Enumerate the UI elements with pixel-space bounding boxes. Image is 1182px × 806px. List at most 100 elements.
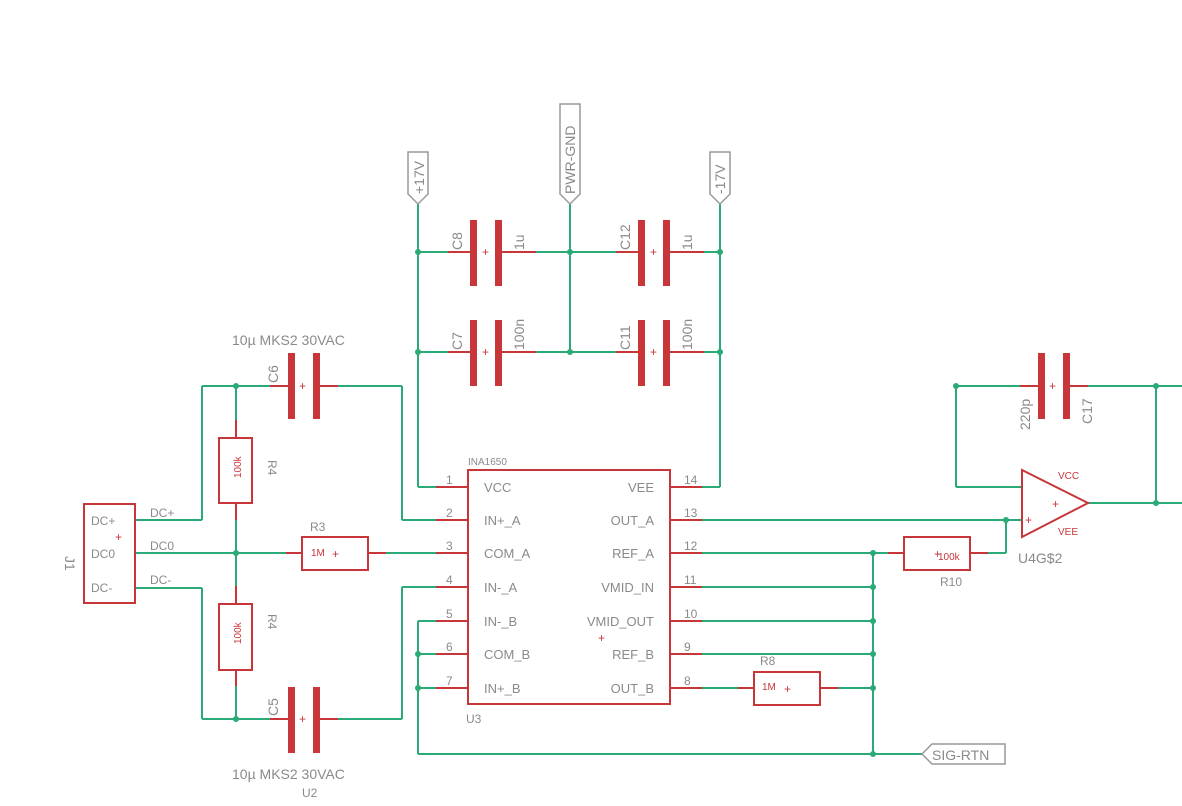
- c17-name: C17: [1079, 398, 1095, 424]
- ic-right-pins: 14 13 12 11 10 9 8 VEE OUT_A REF_A VMID_…: [587, 473, 702, 696]
- capacitor-c5: + C5 10µ MKS2 30VAC: [232, 687, 345, 782]
- ic-ref-label: U3: [466, 712, 482, 726]
- svg-text:+: +: [299, 379, 306, 393]
- capacitor-c6: + C6 10µ MKS2 30VAC: [232, 332, 345, 419]
- supply-gnd-label: PWR-GND: [562, 126, 578, 194]
- c11-name: C11: [617, 325, 633, 350]
- sig-rtn-label: SIG-RTN: [932, 747, 989, 763]
- j1-pin-dc0: DC0: [91, 547, 115, 561]
- svg-text:+: +: [482, 345, 489, 359]
- pin-num-11: 11: [684, 573, 697, 587]
- resistor-r10: 100k + R10: [888, 536, 988, 589]
- svg-text:+: +: [299, 712, 306, 726]
- supply-flag-gnd: PWR-GND: [559, 103, 581, 206]
- j1-pin-dcminus: DC-: [91, 581, 112, 595]
- supply-flag-neg: -17V: [709, 151, 731, 206]
- capacitor-c8: + C8 1u: [448, 220, 536, 286]
- pin-name-out-a: OUT_A: [611, 513, 655, 528]
- c6-name: C6: [265, 365, 281, 383]
- c11-value: 100n: [679, 319, 695, 350]
- r10-value: 100k: [938, 552, 961, 563]
- r3-value: 1M: [311, 548, 325, 559]
- pin-name-ref-b: REF_B: [612, 647, 654, 662]
- pin-num-3: 3: [446, 539, 453, 553]
- resistor-r3: 1M + R3: [286, 520, 386, 571]
- resistor-r4-upper: 100k R4: [218, 420, 279, 520]
- ic-ina1650: INA1650 U3 + 1 2 3 4 5 6 7 VCC IN+_A COM…: [436, 457, 702, 726]
- pin-name-com-a: COM_A: [484, 546, 531, 561]
- r4-value: 100k: [233, 455, 244, 478]
- svg-text:+: +: [1025, 513, 1032, 527]
- pin-num-6: 6: [446, 640, 453, 654]
- c8-name: C8: [449, 232, 465, 250]
- connector-j1: DC+ DC0 DC- + J1 DC+ DC0 DC-: [62, 503, 174, 604]
- j1-name: J1: [62, 556, 78, 571]
- svg-text:+: +: [482, 245, 489, 259]
- c5-value: 10µ MKS2 30VAC: [232, 766, 345, 782]
- c7-value: 100n: [511, 319, 527, 350]
- ic-left-pins: 1 2 3 4 5 6 7 VCC IN+_A COM_A IN-_A IN-_…: [436, 473, 531, 696]
- supply-flag-pos: +17V: [407, 151, 429, 206]
- svg-text:+: +: [115, 530, 122, 544]
- c6-value: 10µ MKS2 30VAC: [232, 332, 345, 348]
- net-dcminus-label: DC-: [150, 573, 171, 587]
- pin-num-9: 9: [684, 640, 691, 654]
- capacitor-c7: + C7 100n: [448, 319, 536, 386]
- c7-name: C7: [449, 332, 465, 350]
- supply-neg-label: -17V: [712, 164, 728, 194]
- r4-name: R4: [265, 460, 279, 476]
- ic-part-label: INA1650: [468, 457, 507, 468]
- c8-value: 1u: [511, 234, 527, 250]
- opamp-vcc-label: VCC: [1058, 471, 1079, 482]
- pin-num-2: 2: [446, 506, 453, 520]
- c17-value: 220p: [1017, 399, 1033, 430]
- r10-name: R10: [940, 575, 962, 589]
- pin-name-vee: VEE: [628, 480, 654, 495]
- svg-text:+: +: [650, 345, 657, 359]
- pin-num-7: 7: [446, 674, 453, 688]
- resistor-r4-lower: 100k R4: [218, 586, 279, 686]
- supply-pos-label: +17V: [411, 160, 427, 194]
- pin-name-vmid-in: VMID_IN: [601, 580, 654, 595]
- pin-num-5: 5: [446, 607, 453, 621]
- opamp-u4g2: VCC VEE + + U4G$2: [1018, 468, 1091, 566]
- resistor-r8: 1M + R8: [738, 654, 838, 706]
- pin-num-12: 12: [684, 539, 698, 553]
- c12-name: C12: [617, 224, 633, 250]
- svg-text:+: +: [784, 682, 791, 696]
- svg-text:+: +: [650, 245, 657, 259]
- r3-name: R3: [310, 520, 326, 534]
- opamp-vee-label: VEE: [1058, 527, 1078, 538]
- pin-num-4: 4: [446, 573, 453, 587]
- pin-num-10: 10: [684, 607, 698, 621]
- r4b-value: 100k: [233, 621, 244, 644]
- pin-num-14: 14: [684, 473, 698, 487]
- pin-num-8: 8: [684, 674, 691, 688]
- svg-text:+: +: [1052, 497, 1059, 511]
- r8-name: R8: [760, 654, 776, 668]
- u2-label: U2: [302, 786, 318, 800]
- pin-name-inplus-a: IN+_A: [484, 513, 521, 528]
- net-dc0-label: DC0: [150, 539, 174, 553]
- capacitor-c17: + 220p C17: [1017, 353, 1095, 430]
- pin-name-com-b: COM_B: [484, 647, 530, 662]
- r8-value: 1M: [762, 682, 776, 693]
- capacitor-c11: + C11 100n: [616, 319, 704, 386]
- pin-name-inminus-a: IN-_A: [484, 580, 518, 595]
- r4b-name: R4: [265, 614, 279, 630]
- capacitor-c12: + C12 1u: [616, 220, 704, 286]
- c12-value: 1u: [679, 234, 695, 250]
- sig-rtn-flag: SIG-RTN: [920, 743, 1006, 765]
- pin-name-vcc: VCC: [484, 480, 511, 495]
- net-dcplus-label: DC+: [150, 506, 174, 520]
- j1-pin-dcplus: DC+: [91, 514, 115, 528]
- svg-text:+: +: [332, 547, 339, 561]
- pin-name-inplus-b: IN+_B: [484, 681, 521, 696]
- pin-num-1: 1: [446, 473, 453, 487]
- svg-text:+: +: [1049, 379, 1056, 393]
- pin-name-inminus-b: IN-_B: [484, 614, 517, 629]
- svg-text:+: +: [598, 631, 605, 645]
- pin-name-vmid-out: VMID_OUT: [587, 614, 654, 629]
- pin-name-out-b: OUT_B: [611, 681, 654, 696]
